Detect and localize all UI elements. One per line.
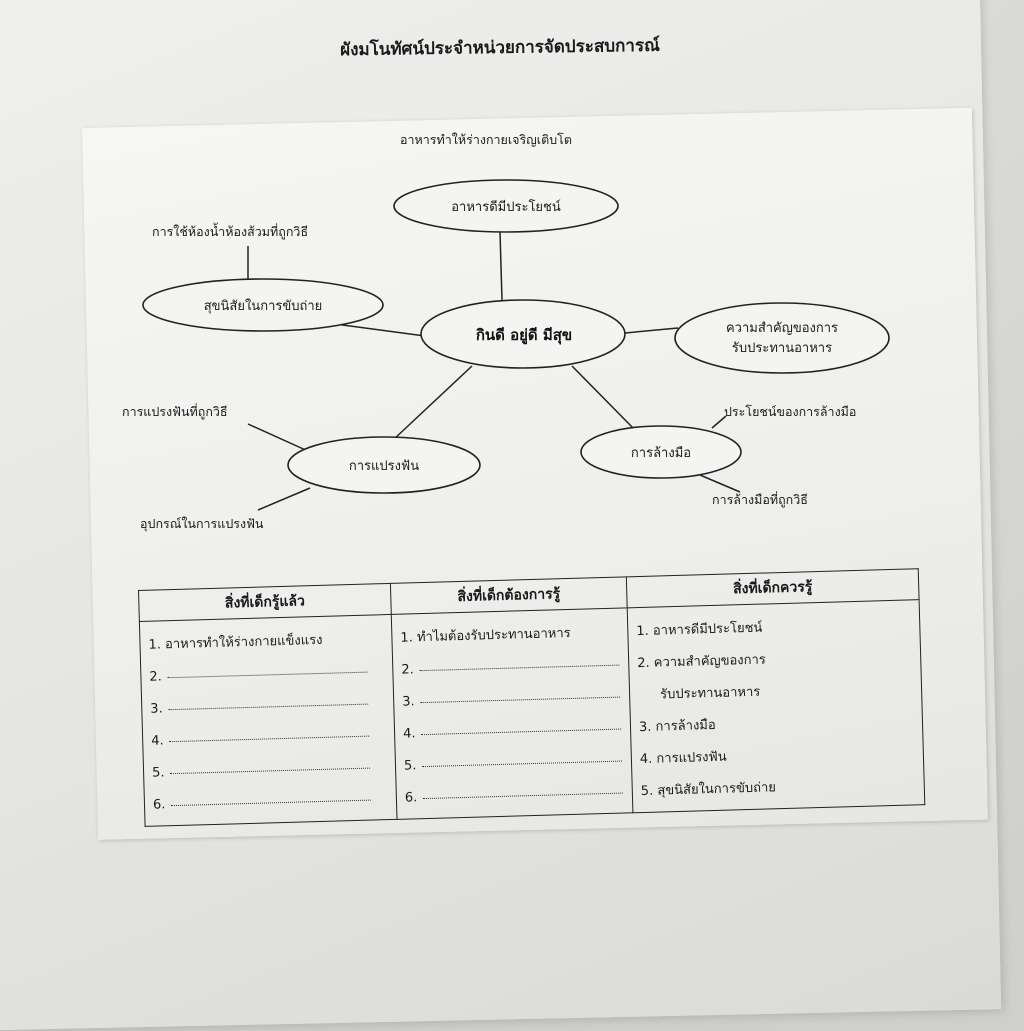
detail-food-growth: อาหารทำให้ร่างกายเจริญเติบโต	[400, 132, 572, 147]
detail-brush-correct: การแปรงฟันที่ถูกวิธี	[122, 403, 228, 420]
blank-line	[422, 759, 623, 767]
connector-brush-tools	[257, 487, 311, 511]
node-center-ellipse	[420, 299, 626, 369]
detail-toilet-use: การใช้ห้องน้ำห้องส้วมที่ถูกวิธี	[152, 222, 308, 240]
node-handwash-ellipse	[580, 425, 742, 479]
connector-handwash-correct	[699, 474, 741, 493]
kwl-table-wrap: สิ่งที่เด็กรู้แล้ว สิ่งที่เด็กต้องการรู้…	[138, 568, 925, 827]
connector-food	[499, 231, 503, 301]
concept-map: อาหารดีมีประโยชน์ สุขนิสัยในการขับถ่าย ก…	[122, 132, 890, 532]
node-center-label: กินดี อยู่ดี มีสุข	[476, 326, 572, 345]
column-should: 1. อาหารดีมีประโยชน์ 2. ความสำคัญของการ …	[627, 599, 925, 813]
node-hygiene-label: สุขนิสัยในการขับถ่าย	[204, 298, 323, 314]
node-food-label: อาหารดีมีประโยชน์	[451, 199, 561, 215]
blank-line	[169, 734, 370, 742]
blank-line	[420, 695, 621, 703]
blank-line	[168, 702, 369, 710]
connector-importance	[624, 327, 679, 334]
node-brushing-label: การแปรงฟัน	[349, 459, 419, 474]
connector-handwash-benefit	[711, 415, 727, 429]
column-want: 1. ทำไมต้องรับประทานอาหาร 2. 3. 4. 5. 6.	[391, 607, 633, 820]
blank-line	[423, 791, 624, 799]
node-importance-label-2: รับประทานอาหาร	[732, 341, 832, 356]
blank-line	[170, 766, 371, 774]
node-food-ellipse	[393, 179, 619, 233]
node-hygiene-ellipse	[142, 278, 384, 332]
list-item: 5. สุขนิสัยในการขับถ่าย	[640, 780, 777, 800]
node-handwash-label: การล้างมือ	[631, 445, 691, 461]
list-item: 6.	[153, 783, 389, 822]
detail-handwash-correct: การล้างมือที่ถูกวิธี	[712, 491, 808, 508]
blank-line	[171, 798, 372, 806]
column-known: 1. อาหารทำให้ร่างกายแข็งแรง 2. 3. 4. 5. …	[139, 614, 398, 827]
detail-brush-tools: อุปกรณ์ในการแปรงฟัน	[140, 516, 264, 532]
detail-handwash-benefit: ประโยชน์ของการล้างมือ	[724, 404, 856, 419]
blank-line	[167, 670, 368, 678]
kwl-table: สิ่งที่เด็กรู้แล้ว สิ่งที่เด็กต้องการรู้…	[138, 568, 925, 827]
node-importance-ellipse	[674, 302, 890, 374]
node-importance-label-1: ความสำคัญของการ	[726, 321, 838, 336]
blank-line	[419, 663, 620, 671]
connector-brushing	[392, 365, 473, 441]
connector-handwash	[571, 365, 636, 431]
list-item: 6.	[404, 777, 624, 815]
node-brushing-ellipse	[287, 436, 481, 494]
blank-line	[421, 727, 622, 735]
connector-brush-correct	[247, 423, 311, 453]
